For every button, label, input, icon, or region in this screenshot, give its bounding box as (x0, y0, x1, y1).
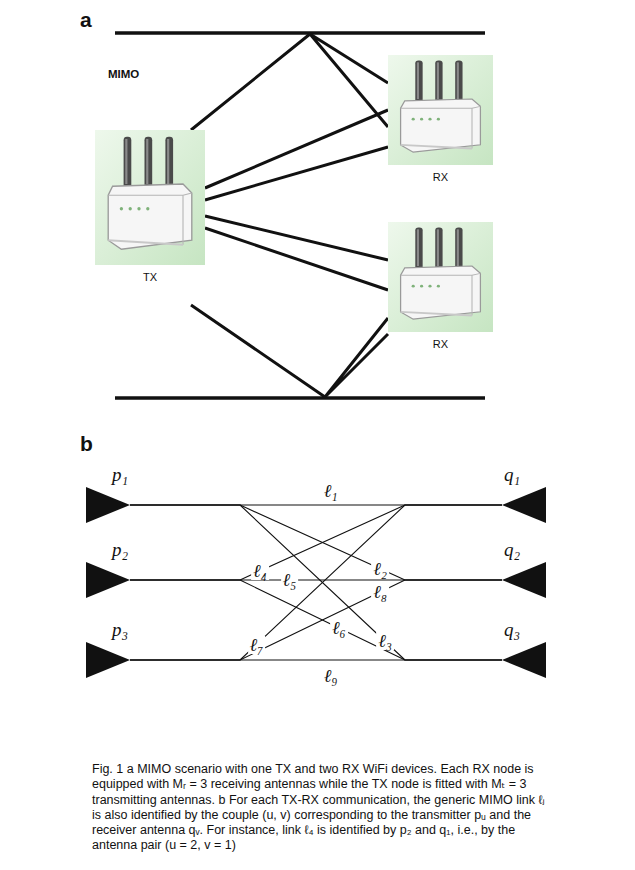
link-label: ℓ₇ (248, 636, 266, 654)
antenna-rod (124, 137, 132, 189)
mimo-link (130, 580, 502, 660)
antenna-node: p₁ (86, 469, 130, 523)
antenna-triangle (86, 487, 130, 523)
antenna-highlight (417, 229, 419, 266)
mimo-link (130, 505, 502, 580)
antenna-highlight (457, 62, 459, 99)
status-led (428, 285, 431, 288)
mimo-link (130, 505, 502, 580)
antenna-rod (455, 228, 462, 270)
antenna-label: q₃ (504, 620, 520, 639)
antenna-label: p₁ (112, 465, 128, 484)
antenna-label: q₁ (504, 465, 520, 484)
antenna-rod (435, 228, 442, 270)
status-led (428, 118, 431, 121)
router-body (108, 184, 192, 249)
antenna-label: q₂ (504, 540, 520, 559)
antenna-rod (415, 228, 422, 270)
link-label: ℓ₅ (281, 571, 299, 589)
mimo-link (130, 659, 502, 660)
radio-path (205, 228, 388, 290)
radio-path (191, 305, 388, 397)
router-body (401, 99, 481, 152)
mimo-link (130, 580, 502, 660)
status-led (146, 207, 149, 210)
antenna-node: q₂ (502, 544, 546, 598)
status-led (412, 285, 415, 288)
device-backdrop (388, 55, 493, 165)
bottom-wall (115, 396, 485, 400)
status-led (437, 285, 440, 288)
link-label: ℓ₃ (376, 632, 394, 650)
link-label: ℓ₈ (371, 583, 389, 601)
antenna-triangle (86, 642, 130, 678)
scenario-label: MIMO (108, 68, 139, 80)
device-label: TX (143, 271, 157, 283)
antenna-triangle (86, 562, 130, 598)
device-label: RX (433, 338, 448, 350)
panel-letter: b (80, 432, 93, 456)
device-node: RX (388, 222, 493, 372)
router-icon (95, 130, 205, 265)
router-edge (108, 193, 192, 245)
antenna-highlight (167, 139, 169, 184)
link-label: ℓ₄ (251, 562, 269, 580)
antenna-highlight (437, 229, 439, 266)
device-node: TX (95, 130, 205, 305)
antenna-rod (165, 137, 173, 189)
antenna-label: p₃ (112, 620, 128, 639)
status-led (420, 285, 423, 288)
antenna-node: p₂ (86, 544, 130, 598)
router-base (401, 312, 472, 316)
status-led (412, 118, 415, 121)
router-icon (388, 55, 493, 165)
link-label: ℓ₂ (371, 560, 389, 578)
radio-path (205, 147, 388, 200)
antenna-node: q₁ (502, 469, 546, 523)
device-node: RX (388, 55, 493, 205)
radio-path (205, 110, 388, 188)
antenna-rod (455, 61, 462, 103)
antenna-highlight (437, 62, 439, 99)
device-backdrop (388, 222, 493, 332)
device-backdrop (95, 130, 205, 265)
antenna-rod (415, 61, 422, 103)
link-label: ℓ₉ (322, 667, 340, 685)
radio-path (191, 34, 388, 130)
status-led (420, 118, 423, 121)
antenna-highlight (417, 62, 419, 99)
router-edge (401, 106, 481, 148)
device-label: RX (433, 171, 448, 183)
antenna-rod (435, 61, 442, 103)
router-edge (401, 273, 481, 315)
antenna-triangle (502, 642, 546, 678)
router-body (401, 266, 481, 319)
panel-letter: a (80, 8, 92, 32)
antenna-node: p₃ (86, 624, 130, 678)
mimo-link (130, 505, 502, 660)
router-base (401, 145, 472, 149)
antenna-node: q₃ (502, 624, 546, 678)
antenna-triangle (502, 562, 546, 598)
antenna-highlight (125, 139, 127, 184)
figure-caption: Fig. 1 a MIMO scenario with one TX and t… (92, 762, 554, 854)
status-led (120, 207, 123, 210)
top-wall (115, 31, 485, 35)
antenna-highlight (146, 139, 148, 184)
mimo-link (130, 505, 502, 660)
router-base (108, 240, 183, 245)
router-icon (388, 222, 493, 332)
antenna-triangle (502, 487, 546, 523)
antenna-highlight (457, 229, 459, 266)
antenna-label: p₂ (112, 540, 128, 559)
link-label: ℓ₁ (322, 482, 340, 500)
status-led (129, 207, 132, 210)
link-label: ℓ₆ (330, 619, 348, 637)
status-led (437, 118, 440, 121)
status-led (137, 207, 140, 210)
antenna-rod (145, 137, 153, 189)
